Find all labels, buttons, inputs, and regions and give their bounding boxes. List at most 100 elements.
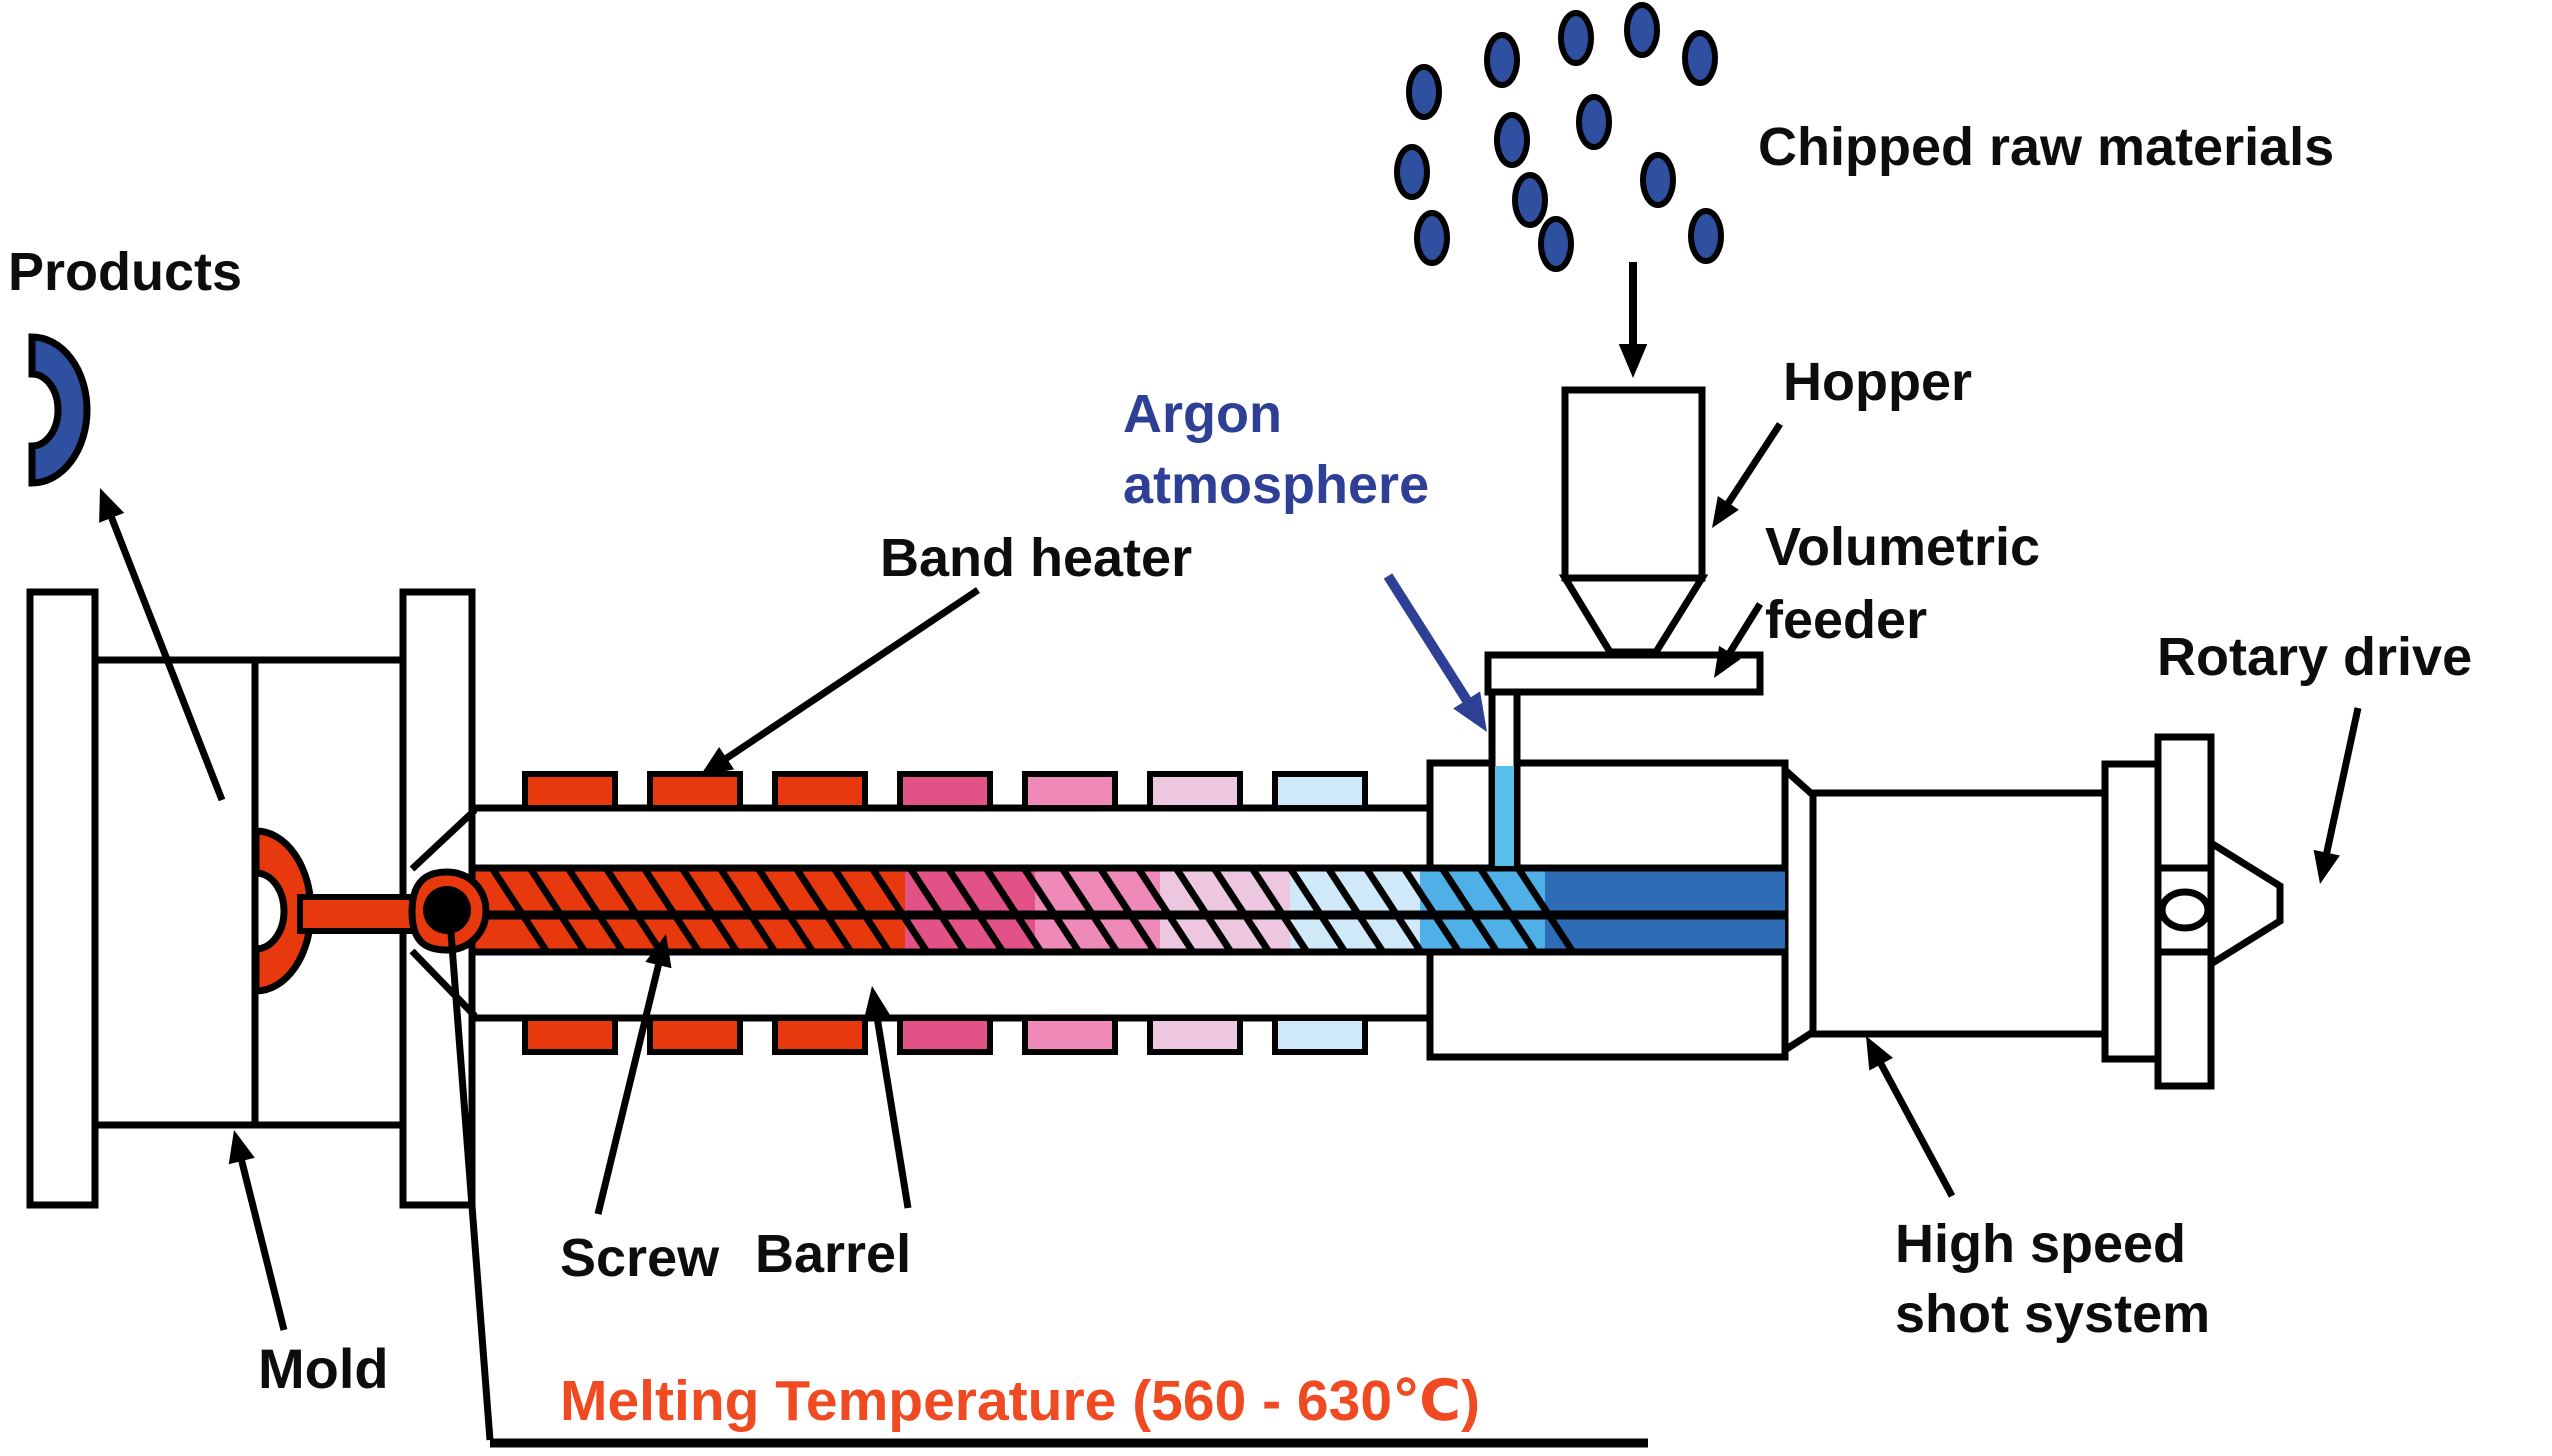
screw-flight-line	[717, 866, 778, 954]
rotary-arrow-head-icon	[2313, 849, 2340, 884]
screw-flight-line	[945, 866, 1006, 954]
screw-flight-line	[603, 866, 664, 954]
band-heater-segment	[772, 771, 868, 811]
hopper-body	[1561, 386, 1706, 582]
high-speed-label-line2: shot system	[1895, 1284, 2210, 1344]
screw-flight-line	[1173, 866, 1234, 954]
rotary-arrow	[2321, 707, 2362, 863]
rotary-drive-label: Rotary drive	[2157, 627, 2472, 687]
products-label: Products	[8, 242, 242, 302]
shot-arrow	[1873, 1054, 1956, 1198]
screw-flight-line	[527, 866, 588, 954]
chamfer-top	[1782, 767, 1816, 798]
screw-flight-line	[1211, 866, 1272, 954]
band-heater-segment	[1147, 771, 1243, 811]
material-chip-icon	[1682, 30, 1718, 86]
screw-flight-line	[489, 866, 550, 954]
screw-flight-line	[1135, 866, 1196, 954]
screw-arrow	[594, 954, 665, 1215]
screw-flight-line	[1021, 866, 1082, 954]
feeder-arrow	[1722, 602, 1763, 663]
material-chip-icon	[1414, 210, 1450, 266]
barrel-arrow-head-icon	[863, 986, 891, 1020]
screw-flight-line	[565, 866, 626, 954]
argon-label-line2: atmosphere	[1123, 455, 1429, 515]
material-chip-icon	[1688, 208, 1724, 264]
product-shape	[28, 333, 91, 487]
screw-flight-line	[1363, 866, 1424, 954]
runner	[297, 894, 417, 934]
mold-label: Mold	[258, 1337, 389, 1400]
high-speed-label-line1: High speed	[1895, 1214, 2186, 1274]
high-speed-shot-system	[1782, 767, 2109, 1053]
feed-tube-argon-fill	[1495, 766, 1514, 866]
band-heater-segment	[772, 1015, 868, 1055]
labels: Products Chipped raw materials Argon atm…	[8, 117, 2472, 1433]
screw-flight-line	[831, 866, 892, 954]
chipped-raw-materials-icons	[1394, 2, 1724, 272]
material-chip-icon	[1484, 32, 1520, 88]
material-chip-icon	[1406, 64, 1442, 120]
melting-temperature-label: Melting Temperature (560 - 630℃)	[560, 1369, 1480, 1433]
screw-channel-lines	[472, 864, 1785, 956]
screw-flight-line	[1249, 866, 1310, 954]
screw-flight-line	[1439, 866, 1500, 954]
volumetric-feeder-label-line2: feeder	[1765, 590, 1927, 650]
argon-arrow-head-icon	[1453, 691, 1487, 732]
screw-flight-line	[1059, 866, 1120, 954]
rotary-drive	[2101, 733, 2284, 1090]
screw-flight-line	[1477, 866, 1538, 954]
screw-flight-line	[1097, 866, 1158, 954]
screw-flight-line	[1515, 866, 1576, 954]
screw-flight-line	[1401, 866, 1462, 954]
screw-label: Screw	[560, 1228, 720, 1288]
drive-coupling-icon	[2158, 888, 2212, 932]
material-chip-icon	[1576, 94, 1612, 150]
materials-arrow-head-icon	[1618, 344, 1648, 378]
band-heater-label: Band heater	[880, 528, 1192, 588]
band-heater-segment	[1272, 771, 1368, 811]
hopper-funnel	[1558, 574, 1709, 656]
hopper-label: Hopper	[1783, 352, 1972, 412]
argon-label-line1: Argon	[1123, 384, 1282, 444]
shot-cylinder	[1809, 789, 2109, 1038]
nozzle-seat-top	[409, 807, 478, 872]
material-chip-icon	[1640, 152, 1676, 208]
band-heater-arrow-head-icon	[700, 747, 735, 776]
screw-flight-line	[1325, 866, 1386, 954]
barrel-label: Barrel	[755, 1224, 911, 1284]
material-chip-icon	[1494, 112, 1530, 168]
screw-flight-line	[793, 866, 854, 954]
drive-cone	[2207, 836, 2284, 971]
volumetric-feeder-label-line1: Volumetric	[1765, 517, 2040, 577]
screw-zone	[1035, 868, 1160, 952]
nozzle-seat-bottom	[409, 948, 478, 1019]
mold-arrow-head-icon	[228, 1130, 255, 1165]
feed-system	[1484, 386, 1764, 872]
screw-flight-line	[907, 866, 968, 954]
screw-flight-line	[755, 866, 816, 954]
barrel-bottom-wall	[468, 948, 1434, 1022]
barrel-arrow	[872, 1007, 912, 1209]
screw-shape	[468, 866, 1785, 954]
mold-arrow	[236, 1150, 288, 1331]
hopper-arrow-head-icon	[1712, 495, 1739, 528]
band-heater-segment	[1272, 1015, 1368, 1055]
band-heater-segment	[1022, 771, 1118, 811]
band-heater-arrow	[716, 587, 980, 767]
barrel	[468, 804, 1434, 1022]
band-heater-segment	[647, 1015, 743, 1055]
material-chip-icon	[1538, 216, 1574, 272]
band-heater-segment	[897, 1015, 993, 1055]
screw-flight-line	[869, 866, 930, 954]
feeder-arrow-head-icon	[1714, 645, 1741, 678]
hopper-arrow	[1720, 422, 1783, 513]
volumetric-feeder-plate	[1484, 651, 1764, 696]
band-heater-segment	[897, 771, 993, 811]
band-heaters	[522, 771, 1368, 1055]
material-chip-icon	[1624, 2, 1660, 58]
screw-arrow-head-icon	[645, 934, 672, 969]
barrel-top-wall	[468, 804, 1434, 872]
